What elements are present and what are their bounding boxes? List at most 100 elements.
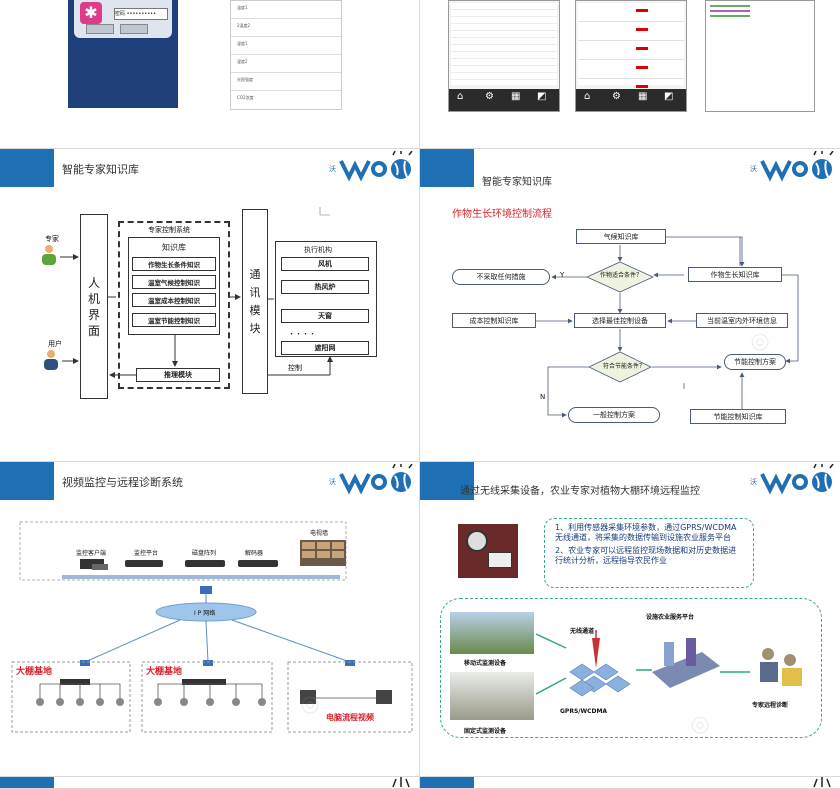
list-item[interactable]: 湿度1 <box>237 41 248 46</box>
svg-text:沃: 沃 <box>750 477 757 486</box>
logo-rays-icon <box>392 777 410 788</box>
list-item[interactable]: 湿度2 <box>237 59 248 64</box>
phone-login-screen: ✱ 密码 •••••••••• <box>68 0 178 108</box>
growth-kb-box: 作物生长知识库 <box>688 267 782 282</box>
unicom-wo-logo: 沃 <box>329 151 413 182</box>
slide-title: 视频监控与远程诊断系统 <box>62 476 183 489</box>
list-item[interactable]: CO2浓度 <box>237 95 254 100</box>
home-icon[interactable]: ⌂ <box>584 91 591 102</box>
wireless-channel-label: 无线通道 <box>570 628 595 635</box>
list-item[interactable]: 光照强度 <box>237 77 253 82</box>
climate-kb-box: 气候知识库 <box>576 229 666 244</box>
phone-list-screen: 温度1 2温度2 湿度1 湿度2 光照强度 CO2浓度 <box>230 0 342 110</box>
ip-network-label: I P 网络 <box>194 610 216 617</box>
svg-text:沃: 沃 <box>750 164 757 173</box>
kb-connector-lines <box>60 207 333 378</box>
gear-icon[interactable]: ⚙ <box>485 91 494 102</box>
suitable-decision-diamond <box>586 261 654 293</box>
no-label: N <box>540 393 546 401</box>
chart-icon[interactable]: ◩ <box>664 91 674 102</box>
expert-person-icon <box>42 245 56 265</box>
no-action-box: 不采取任何措施 <box>452 269 550 285</box>
fixed-device-photo <box>450 672 534 720</box>
chart-icon[interactable]: ◩ <box>537 91 547 102</box>
exec-item: 遮阳网 <box>281 341 369 355</box>
gprs-label: GPRS/WCDMA <box>560 708 608 715</box>
tv-wall-label: 电视墙 <box>310 530 329 537</box>
hmi-char: 界 <box>87 307 100 322</box>
best-control-box: 选择最佳控制设备 <box>574 313 666 328</box>
grid-icon[interactable]: ▦ <box>638 91 648 102</box>
header-accent-bar <box>0 149 54 187</box>
system-diagram-frame <box>440 598 822 738</box>
unicom-wo-logo: 沃 <box>750 151 834 182</box>
phone-control-screen: ⌂ ⚙ ▦ ◩ <box>575 0 687 112</box>
info-callout: 1、利用传感器采集环境参数，通过GPRS/WCDMA无线通道，将采集的数据传输到… <box>544 518 754 588</box>
info-paragraph: 1、利用传感器采集环境参数，通过GPRS/WCDMA无线通道，将采集的数据传输到… <box>555 523 737 542</box>
mobile-device-photo <box>450 612 534 654</box>
gear-icon[interactable]: ⚙ <box>612 91 621 102</box>
energy-decision-label: 符合节能条件？ <box>603 363 646 370</box>
list-item[interactable]: 温度1 <box>237 5 248 10</box>
suitable-decision-label: 作物适合条件？ <box>600 272 643 279</box>
env-info-box: 当前温室内外环境信息 <box>696 313 788 328</box>
energy-kb-box: 节能控制知识库 <box>690 409 786 424</box>
energy-decision-diamond <box>588 351 652 383</box>
phone-data-screen: ⌂ ⚙ ▦ ◩ <box>448 0 560 112</box>
slide-title: 智能专家知识库 <box>482 177 552 188</box>
exec-item: 热风炉 <box>281 280 369 294</box>
app-icon: ✱ <box>80 2 102 24</box>
info-paragraph: 2、农业专家可以远程监控现场数据和对历史数据进行统计分析，远程指导农民作业 <box>555 546 737 565</box>
header-accent-bar <box>420 777 474 788</box>
slide-video-monitoring: 视频监控与远程诊断系统 沃 <box>0 462 420 777</box>
client-label: 监控客户端 <box>76 550 107 557</box>
slide-header: 通过无线采集设备，农业专家对植物大棚环境远程监控 沃 <box>420 462 840 500</box>
comm-char: 块 <box>249 321 261 335</box>
list-dividers <box>231 18 341 19</box>
login-button[interactable] <box>86 24 114 34</box>
flowchart-lines <box>535 236 799 418</box>
expert-label: 专家 <box>45 235 59 243</box>
disk-array-label: 磁盘阵列 <box>192 550 217 557</box>
header-accent-bar <box>0 777 54 788</box>
kb-item: 温室成本控制知识 <box>132 293 216 307</box>
network-diagram <box>11 521 413 733</box>
exec-item: 风机 <box>281 257 369 271</box>
inference-module-box: 推理模块 <box>136 368 220 382</box>
platform-label: 设施农业服务平台 <box>646 614 695 621</box>
phone-chat-screen <box>705 0 815 112</box>
user-label: 用户 <box>48 340 62 348</box>
comm-char: 通 <box>249 267 261 281</box>
hmi-char: 面 <box>87 323 100 338</box>
slide-app-screens-left: ✱ 密码 •••••••••• 温度1 2温度2 湿度1 湿度2 光照强度 CO… <box>0 0 420 149</box>
system-title: 专家控制系统 <box>148 226 190 234</box>
cancel-button[interactable] <box>120 24 148 34</box>
password-input[interactable]: 密码 •••••••••• <box>114 8 168 20</box>
status-bars <box>636 9 648 12</box>
exec-title: 执行机构 <box>304 246 332 254</box>
chat-lines <box>710 5 750 7</box>
svg-text:沃: 沃 <box>329 477 336 486</box>
energy-plan-box: 节能控制方案 <box>724 354 786 370</box>
platform-label: 监控平台 <box>134 550 159 557</box>
unicom-wo-logo: 沃 <box>750 464 834 495</box>
base-label: 大棚基地 <box>146 667 183 677</box>
bottom-toolbar: ⌂ ⚙ ▦ ◩ <box>449 89 559 111</box>
control-label: 控制 <box>288 364 302 372</box>
slide-next-left <box>0 777 420 789</box>
kb-item: 作物生长条件知识 <box>132 257 216 271</box>
slide-control-flow: 智能专家知识库 沃 作物生长环境控制流程 <box>420 149 840 462</box>
header-accent-bar <box>0 462 54 500</box>
home-icon[interactable]: ⌂ <box>457 91 464 102</box>
exec-item: ・・・・ <box>288 330 316 338</box>
slide-expert-knowledge-base: 智能专家知识库 沃 专家 用户 人 机 界 面 专家控制系统 知识库 作物生长条… <box>0 149 420 462</box>
login-panel: ✱ 密码 •••••••••• <box>74 0 172 38</box>
grid-icon[interactable]: ▦ <box>511 91 521 102</box>
fixed-device-label: 固定式监测设备 <box>464 728 507 735</box>
slide-header: 视频监控与远程诊断系统 沃 <box>0 462 419 500</box>
unicom-wo-logo: 沃 <box>329 464 413 495</box>
yes-label: Y <box>560 271 565 279</box>
hmi-box: 人 机 界 面 <box>80 214 108 399</box>
list-item[interactable]: 2温度2 <box>237 23 251 28</box>
control-rows <box>578 3 684 85</box>
